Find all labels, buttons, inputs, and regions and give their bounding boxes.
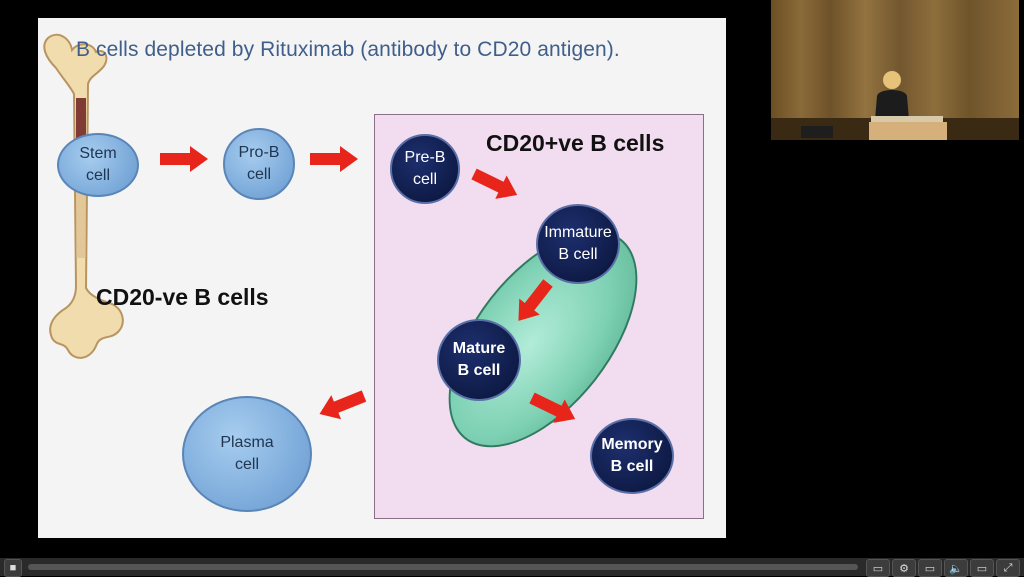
pro-b-cell: Pro-B cell — [223, 128, 295, 200]
immature-b-cell-label-2: B cell — [558, 246, 598, 263]
immature-b-cell: Immature B cell — [536, 204, 620, 284]
chair-icon — [801, 126, 833, 138]
stem-cell-label-1: Stem — [79, 145, 117, 162]
video-player-controls: ■ ▭ ⚙ ▭ 🔈 ▭ ⤢ — [0, 558, 1024, 577]
arrow-immature-to-mature — [508, 274, 559, 329]
arrow-mature-to-memory — [526, 386, 581, 431]
pro-b-cell-label-2: cell — [246, 166, 271, 183]
gear-icon: ⚙ — [899, 562, 909, 575]
pre-b-cell-label-1: Pre-B — [404, 149, 446, 166]
play-icon: ■ — [9, 562, 17, 574]
immature-b-cell-label-1: Immature — [544, 224, 612, 241]
memory-b-cell-label-1: Memory — [601, 436, 663, 453]
quality-button[interactable]: ▭ — [918, 559, 942, 577]
memory-b-cell: Memory B cell — [590, 418, 674, 494]
volume-button[interactable]: 🔈 — [944, 559, 968, 577]
plasma-cell-label-1: Plasma — [220, 434, 274, 451]
stem-cell-label-2: cell — [85, 167, 110, 184]
quality-icon: ▭ — [924, 562, 936, 575]
captions-icon: ▭ — [872, 562, 884, 575]
arrow-to-plasma — [314, 383, 369, 427]
mature-b-cell-label-2: B cell — [457, 362, 501, 379]
speaker-body — [875, 90, 909, 120]
plasma-cell-label-2: cell — [234, 456, 259, 473]
slide-title: B cells depleted by Rituximab (antibody … — [76, 38, 620, 61]
settings-button[interactable]: ⚙ — [892, 559, 916, 577]
speaker-scene — [771, 71, 1019, 140]
pre-b-cell: Pre-B cell — [390, 134, 460, 204]
arrow-stem-to-prob — [160, 146, 208, 172]
pre-b-cell-label-2: cell — [412, 171, 437, 188]
arrow-preb-to-immature — [468, 162, 523, 207]
play-button[interactable]: ■ — [4, 559, 22, 577]
plasma-cell: Plasma cell — [182, 396, 312, 512]
cd20-negative-label: CD20-ve B cells — [96, 284, 269, 310]
speaker-head — [883, 71, 901, 89]
fullscreen-icon: ⤢ — [1003, 561, 1013, 574]
progress-bar[interactable] — [28, 564, 858, 570]
lectern — [869, 122, 947, 140]
fullscreen-button[interactable]: ⤢ — [996, 559, 1020, 577]
volume-icon: 🔈 — [949, 562, 963, 575]
theater-icon: ▭ — [976, 562, 988, 575]
mature-b-cell-label-1: Mature — [452, 340, 506, 357]
speaker-video[interactable] — [771, 0, 1019, 140]
captions-button[interactable]: ▭ — [866, 559, 890, 577]
pro-b-cell-label-1: Pro-B — [238, 144, 280, 161]
cd20-positive-label: CD20+ve B cells — [486, 130, 665, 156]
mature-b-cell: Mature B cell — [437, 319, 521, 401]
theater-mode-button[interactable]: ▭ — [970, 559, 994, 577]
stem-cell: Stem cell — [57, 133, 139, 197]
lectern-top — [871, 116, 943, 122]
presentation-slide: B cells depleted by Rituximab (antibody … — [38, 18, 726, 538]
memory-b-cell-label-2: B cell — [610, 458, 654, 475]
arrow-prob-to-preb — [310, 146, 358, 172]
